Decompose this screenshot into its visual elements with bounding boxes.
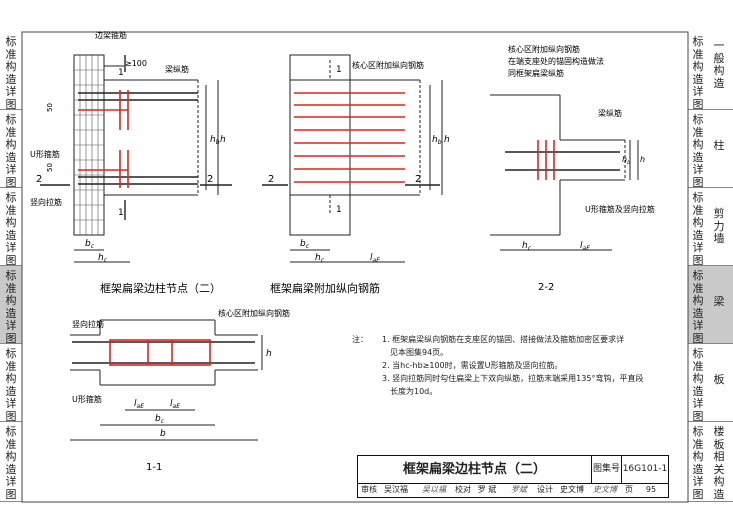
right-tab-slab-related[interactable]: 标准构造详图 楼板相关构造 [688,422,733,502]
d1-dim-50b: 50 [46,163,54,172]
page-label: 页 [625,485,633,494]
left-tab-5[interactable]: 标准构造详图 [0,344,22,422]
d3-label-core-bar-3: 同框架扁梁纵筋 [508,68,564,78]
title-block-set-label: 图集号 [592,456,622,483]
d1-label-ge100: ≥100 [125,59,147,68]
d3-dim-lae: laE [580,241,590,252]
d4-dim-h: h [266,349,272,359]
d1-label-u-stirrup: U形箍筋 [30,149,60,159]
d1-dim-hb: hb [210,135,220,146]
d1-section-2b: 2 [207,174,213,185]
left-tab-6[interactable]: 标准构造详图 [0,422,22,502]
d2-section-1a: 1 [336,65,342,75]
d3-dim-h: h [640,155,645,164]
review-name: 吴汉福 [384,485,408,494]
d4-label-vert-tie: 竖向拉筋 [72,319,104,329]
title-block-title: 框架扁梁边柱节点（二） [358,456,592,483]
d2-dim-lae: laE [370,253,380,264]
d1-dim-bc: bc [85,239,95,250]
d3-label-beam-bar: 梁纵筋 [598,108,622,118]
drawing-3-section-2-2 [490,94,639,251]
left-tab-4-active[interactable]: 标准构造详图 [0,266,22,344]
d3-dim-hb: hb [622,155,630,166]
d4-caption: 1-1 [146,462,162,473]
d1-dim-h: h [220,135,226,145]
d2-dim-hc: hc [315,253,325,264]
d2-column [289,54,351,236]
note-1-cont: 见本图集94页。 [390,348,449,357]
design-name: 史文博 [560,485,584,494]
note-3: 3. 竖向拉筋同时勾住扁梁上下双向纵筋，拉筋末端采用135°弯钩，平直段 [382,374,644,383]
d1-label-side-stirrup: 边梁箍筋 [95,30,127,40]
d1-dim-50a: 50 [46,103,54,112]
d2-section-1b: 1 [336,205,342,215]
d1-section-1a: 1 [118,68,124,78]
page-number: 95 [645,485,657,494]
d3-caption: 2-2 [538,282,554,293]
design-label: 设计 [537,485,553,494]
note-2: 2. 当hc-hb≥100时，需设置U形箍筋及竖向拉筋。 [382,361,563,370]
d2-dim-hb: hb [432,135,442,146]
design-signature: 史文博 [593,485,617,494]
title-block: 框架扁梁边柱节点（二） 图集号 16G101-1 审核 吴汉福 吴以福 校对 罗… [357,455,669,498]
d1-caption: 框架扁梁边柱节点（二） [100,281,221,295]
d1-dim-hc: hc [98,253,108,264]
d2-dim-bc: bc [300,239,310,250]
d4-dim-b: b [160,429,166,439]
review-signature: 吴以福 [422,485,446,494]
drawing-4-section-1-1 [70,319,263,441]
d1-label-beam-bar: 梁纵筋 [165,64,189,74]
d3-label-u-tie: U形箍筋及竖向拉筋 [585,204,655,214]
right-tab-general[interactable]: 标准构造详图 一般构造 [688,32,733,110]
d4-dim-lae1: laE [134,399,144,410]
drawing-2-additional-bars [262,54,443,263]
d2-caption: 框架扁梁附加纵向钢筋 [270,281,380,295]
d2-label-core-bar: 核心区附加纵向钢筋 [352,60,424,70]
d2-section-2a: 2 [268,174,274,185]
d3-dim-hc: hc [522,241,532,252]
right-tab-shear-wall[interactable]: 标准构造详图 剪力墙 [688,188,733,266]
left-tab-3[interactable]: 标准构造详图 [0,188,22,266]
check-label: 校对 [455,485,471,494]
d3-label-core-bar-1: 核心区附加纵向钢筋 [508,44,580,54]
d4-dim-bc: bc [155,414,165,425]
d4-label-u-stirrup: U形箍筋 [72,394,102,404]
note-3-cont: 长度为10d。 [390,387,438,396]
title-block-set-value: 16G101-1 [622,464,668,474]
d1-section-1b: 1 [118,208,124,218]
drawing-1-edge-column-joint [40,54,232,263]
note-1: 1. 框架扁梁纵向钢筋在支座区的锚固、搭接做法及箍筋加密区要求详 [382,335,625,344]
d4-dim-lae2: laE [170,399,180,410]
notes-label: 注： [352,335,368,344]
right-tab-column[interactable]: 标准构造详图 柱 [688,110,733,188]
check-signature: 罗斌 [511,485,527,494]
d3-label-core-bar-2: 在端支座处的锚固构造做法 [508,56,604,66]
right-tab-beam-active[interactable]: 标准构造详图 梁 [688,266,733,344]
right-tab-slab[interactable]: 标准构造详图 板 [688,344,733,422]
d1-label-vert-tie: 竖向拉筋 [30,197,62,207]
review-label: 审核 [361,485,377,494]
left-tab-1[interactable]: 标准构造详图 [0,32,22,110]
d2-dim-h: h [444,135,450,145]
left-tab-2[interactable]: 标准构造详图 [0,110,22,188]
d1-section-2a: 2 [36,174,42,185]
check-name: 罗 斌 [477,485,497,494]
d2-section-2b: 2 [415,174,421,185]
sheet-frame [21,31,689,503]
d4-label-core-bar: 核心区附加纵向钢筋 [218,308,290,318]
